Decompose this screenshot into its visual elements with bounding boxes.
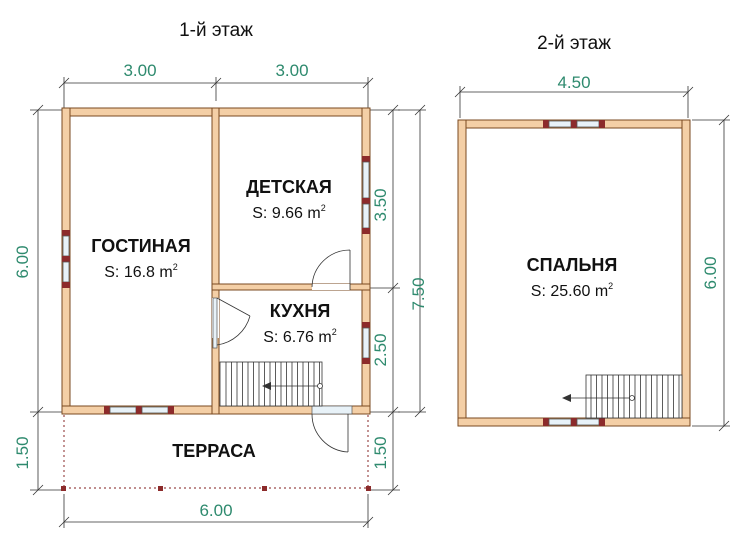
dim-floor2-top: 4.50 [557, 73, 590, 92]
dim-right-upper: 3.50 [371, 188, 390, 221]
floor2-title: 2-й этаж [537, 33, 611, 54]
room-kids-area: S: 9.66 m2 [252, 203, 326, 222]
floor2-dimension-lines [454, 86, 730, 432]
floor1-dimension-lines [30, 77, 426, 528]
floor1-stairs-arrow [262, 382, 323, 390]
floor2-windows [543, 120, 605, 426]
floor1-title: 1-й этаж [179, 20, 253, 41]
dim-bottom: 6.00 [199, 501, 232, 520]
floor2-stairs-arrow [562, 394, 635, 402]
dim-right-total: 7.50 [409, 277, 428, 310]
room-terrace-name: ТЕРРАСА [172, 441, 256, 461]
dim-left-main: 6.00 [13, 245, 32, 278]
dim-right-lower: 2.50 [371, 333, 390, 366]
room-kitchen-name: КУХНЯ [270, 301, 331, 321]
terrace-railing [61, 415, 371, 491]
dim-left-terrace: 1.50 [13, 436, 32, 469]
dim-right-terrace: 1.50 [371, 436, 390, 469]
floor1-doors [212, 249, 353, 453]
dim-top-left: 3.00 [123, 61, 156, 80]
room-bedroom-area: S: 25.60 m2 [531, 281, 613, 300]
dim-floor2-right: 6.00 [701, 256, 720, 289]
dim-top-right: 3.00 [275, 61, 308, 80]
room-living-area: S: 16.8 m2 [104, 262, 178, 281]
room-kitchen-area: S: 6.76 m2 [263, 327, 337, 346]
room-kids-name: ДЕТСКАЯ [246, 177, 332, 197]
room-living-name: ГОСТИНАЯ [91, 236, 190, 256]
floor1-windows [62, 156, 370, 414]
room-bedroom-name: СПАЛЬНЯ [527, 255, 618, 275]
